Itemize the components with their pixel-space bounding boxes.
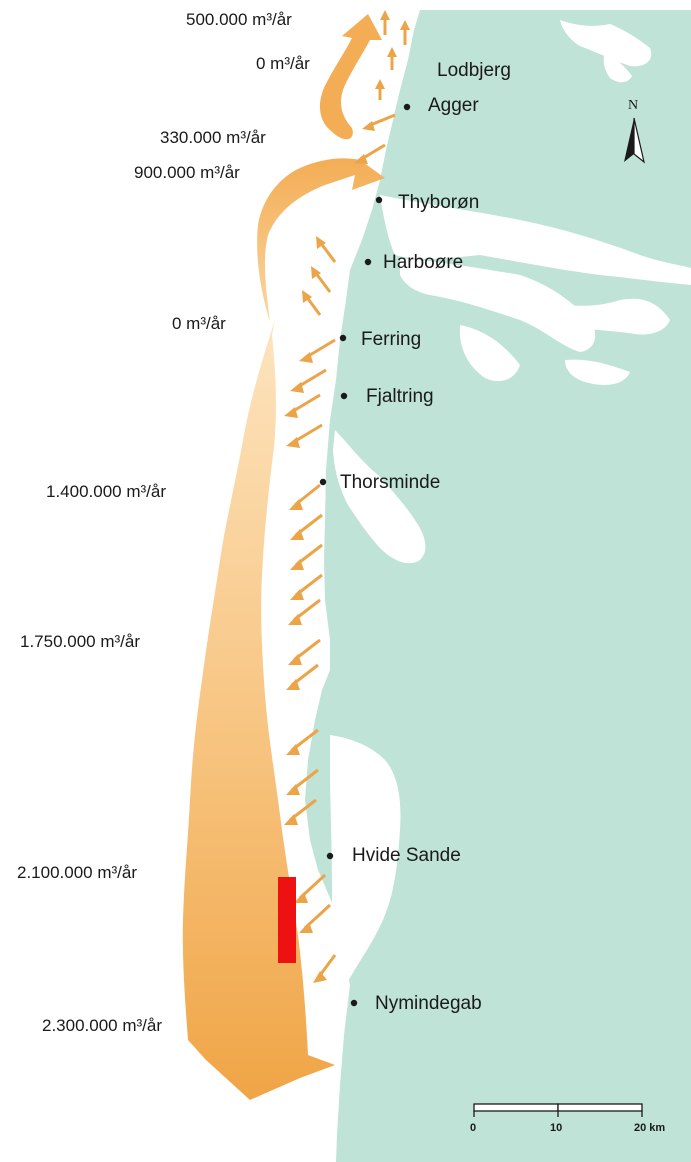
place-label-nymindegab: Nymindegab: [375, 993, 482, 1014]
flow-arrow-upper: [319, 14, 382, 140]
place-label-ferring: Ferring: [361, 329, 422, 350]
cross-arrow: [294, 873, 327, 903]
inland-waters: [330, 20, 691, 985]
cross-arrow: [387, 47, 397, 70]
cross-arrow: [354, 143, 386, 164]
flow-label: 1.400.000 m³/år: [46, 482, 167, 501]
place-label-harboore: Harboøre: [383, 252, 464, 273]
cross-shore-arrows: [284, 10, 410, 983]
flow-label: 0 m³/år: [256, 54, 310, 73]
cross-arrow: [299, 338, 336, 363]
cross-arrow: [290, 513, 323, 540]
place-label-hvide-sande: Hvide Sande: [352, 845, 461, 866]
cross-arrow: [286, 768, 319, 795]
cross-arrow: [288, 638, 321, 665]
flow-label: 500.000 m³/år: [186, 10, 292, 29]
town-dot-hvide-sande: [326, 852, 334, 860]
town-dot-harboore: [364, 258, 372, 266]
study-area-marker: [278, 877, 296, 963]
cross-arrow: [380, 10, 390, 35]
cross-arrow: [286, 728, 319, 755]
scale-label-0: 0: [470, 1122, 477, 1134]
town-dot-agger: [403, 103, 411, 111]
land-mass: [305, 10, 691, 1162]
scale-label-10: 10: [550, 1122, 563, 1134]
town-dot-fjaltring: [340, 392, 348, 400]
cross-arrow: [284, 393, 321, 418]
cross-arrow: [286, 423, 323, 448]
place-label-thyboron: Thyborøn: [398, 192, 480, 213]
place-label-lodbjerg: Lodbjerg: [437, 60, 511, 81]
scale-bar: [473, 1103, 643, 1117]
town-dot-ferring: [339, 334, 347, 342]
flow-label: 2.100.000 m³/år: [17, 863, 138, 882]
cross-arrow: [316, 236, 337, 263]
flow-label: 900.000 m³/år: [134, 163, 240, 182]
cross-arrow: [311, 266, 332, 293]
flow-label: 330.000 m³/år: [160, 128, 266, 147]
town-dot-thyboron: [375, 196, 383, 204]
cross-arrow: [290, 543, 323, 570]
place-label-agger: Agger: [428, 95, 479, 116]
cross-arrow: [400, 20, 410, 45]
cross-arrow: [289, 483, 321, 510]
flow-arrow-north: [257, 158, 385, 322]
flow-arrow-south: [182, 320, 335, 1100]
north-label: N: [628, 98, 639, 113]
north-arrow-icon: [624, 117, 645, 164]
cross-arrow: [299, 903, 332, 933]
cross-arrow: [288, 598, 321, 625]
cross-arrow: [286, 663, 319, 690]
cross-arrow: [290, 368, 327, 393]
flow-label: 0 m³/år: [172, 314, 226, 333]
scale-label-20km: 20 km: [634, 1122, 666, 1134]
town-markers: [319, 103, 411, 1007]
cross-arrow: [290, 573, 323, 600]
cross-arrow: [284, 798, 317, 825]
flow-label: 2.300.000 m³/år: [42, 1016, 163, 1035]
flow-label: 1.750.000 m³/år: [20, 632, 141, 651]
cross-arrow: [375, 79, 385, 100]
town-dot-nymindegab: [350, 999, 358, 1007]
cross-arrow: [313, 954, 337, 983]
town-dot-thorsminde: [319, 478, 327, 486]
cross-arrow: [362, 113, 396, 131]
place-label-fjaltring: Fjaltring: [366, 386, 434, 407]
cross-arrow: [302, 290, 322, 316]
place-label-thorsminde: Thorsminde: [340, 472, 441, 493]
